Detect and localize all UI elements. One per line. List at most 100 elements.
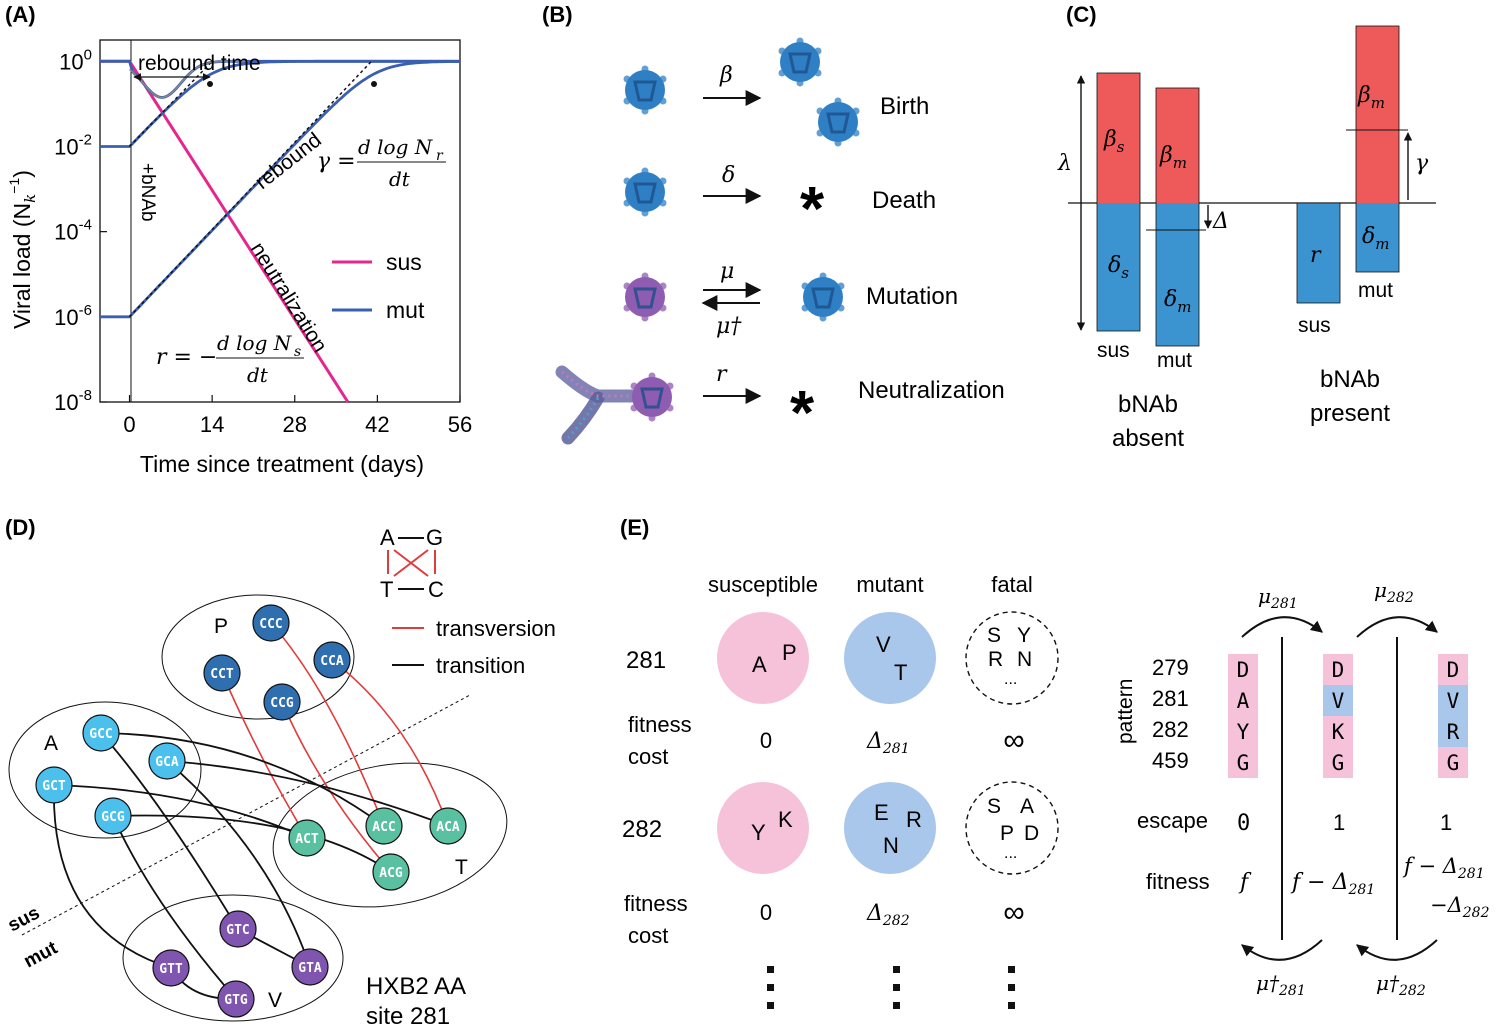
susceptible-circle-281: [717, 612, 809, 704]
svg-text:CCG: CCG: [270, 696, 294, 711]
virus-icon-purple: [622, 271, 668, 323]
svg-text:ACA: ACA: [436, 820, 460, 835]
bar-name-mut: mut: [1358, 279, 1393, 302]
svg-text:GTT: GTT: [159, 962, 183, 977]
svg-text:ACC: ACC: [372, 820, 395, 835]
codon-node-ACG: ACG: [372, 853, 410, 891]
svg-text:GCC: GCC: [89, 727, 112, 742]
codon-node-CCG: CCG: [263, 683, 301, 721]
svg-text:μ281: μ281: [1258, 584, 1298, 612]
mutation-arrow-282: [1356, 616, 1438, 638]
star-icon: *: [790, 379, 815, 448]
svg-text:∞: ∞: [1003, 724, 1024, 757]
pattern-aa: A: [1237, 689, 1250, 713]
mut-region-label: mut: [20, 937, 61, 972]
tangent-line: [128, 60, 373, 318]
codon-node-ACC: ACC: [365, 807, 403, 845]
group-absent-line1: bNAb: [1118, 391, 1178, 418]
virus-icon: [800, 271, 846, 323]
pattern-cell: [1438, 685, 1468, 716]
nucleotide-square: A G T C: [380, 525, 444, 602]
group-ellipse-A: [8, 701, 202, 839]
fatal-circle-281: [965, 611, 1059, 705]
pattern-cell: [1228, 747, 1258, 778]
codon-node-ACT: ACT: [288, 819, 326, 857]
svg-text:N: N: [883, 833, 899, 858]
pattern-aa: G: [1447, 751, 1460, 775]
mutation-arrow-281: [1241, 616, 1323, 638]
y-tick-label: 10-6: [54, 302, 92, 330]
svg-text:R: R: [906, 807, 922, 832]
legend-transversion: transversion: [436, 616, 556, 641]
group-label-P: P: [214, 615, 228, 638]
bar-name-mut: mut: [1157, 349, 1192, 372]
svg-text:1: 1: [1333, 810, 1345, 835]
svg-text:S: S: [987, 795, 1001, 818]
svg-text:μ†282: μ†282: [1376, 971, 1426, 999]
delta-s-label: δs: [1108, 253, 1129, 282]
group-ellipse-P: [161, 594, 355, 720]
svg-text:K: K: [778, 807, 793, 832]
star-icon: *: [800, 175, 825, 244]
panel-a-label: (A): [5, 2, 36, 27]
pattern-cell: [1228, 654, 1258, 685]
svg-text:...: ...: [1004, 671, 1017, 688]
mutation-rate-symbol: μ: [720, 259, 734, 284]
codon-node-CCA: CCA: [313, 641, 351, 679]
bar-death-sus-absent: [1097, 203, 1140, 331]
svg-text:∞: ∞: [1003, 896, 1024, 929]
pattern-cell: [1323, 716, 1353, 747]
svg-text:f − Δ281: f − Δ281: [1290, 870, 1375, 898]
svg-text:μ†281: μ†281: [1256, 971, 1306, 999]
svg-text:fitness: fitness: [624, 891, 688, 916]
panel-e: (E) susceptible mutant fatal 281 A P V T…: [620, 515, 1490, 1009]
x-tick-label: 14: [200, 412, 224, 437]
neutralization-event-label: Neutralization: [858, 377, 1005, 404]
bar-birth-mut-absent: [1156, 88, 1199, 203]
legend-sus: sus: [386, 249, 422, 275]
cost-delta-281: Δ281: [866, 729, 910, 757]
bnab-label: +bNAb: [137, 163, 158, 222]
pattern-cell: [1228, 716, 1258, 747]
svg-text:GCG: GCG: [101, 810, 125, 825]
virus-icon: [777, 36, 823, 88]
rebound-point-2: [371, 81, 377, 87]
pattern-aa: G: [1237, 751, 1250, 775]
group-ellipse-V: [122, 894, 344, 1022]
pattern-aa: V: [1447, 689, 1460, 713]
virus-icon-purple: [629, 371, 675, 423]
svg-text:Y: Y: [1017, 624, 1031, 647]
mutation-label: Mutation: [866, 283, 958, 310]
reversion-arrow-282: [1356, 939, 1438, 961]
svg-text:A: A: [752, 652, 767, 677]
bar-death-sus-present: [1297, 203, 1340, 303]
svg-text:T: T: [380, 577, 393, 602]
svg-text:cost: cost: [628, 923, 668, 948]
svg-text:0: 0: [760, 900, 772, 925]
r-bar-label: r: [1310, 243, 1322, 268]
panel-b: (B) β Birth δ * Death μ μ† Mutation r *: [542, 2, 1005, 448]
col-mutant: mutant: [856, 572, 923, 597]
codon-node-GTT: GTT: [152, 949, 190, 987]
legend-mut: mut: [386, 297, 425, 323]
svg-text:GCT: GCT: [42, 779, 66, 794]
gamma-symbol: γ: [1415, 151, 1429, 176]
svg-text:R: R: [988, 648, 1003, 671]
svg-text:dt: dt: [247, 363, 269, 387]
bar-death-mut-absent: [1156, 203, 1199, 346]
svg-text:A: A: [1020, 795, 1034, 818]
svg-text:CCA: CCA: [320, 654, 344, 669]
rebound-point: [207, 81, 213, 87]
x-tick-label: 0: [123, 412, 135, 437]
svg-text:−Δ282: −Δ282: [1430, 893, 1490, 921]
svg-text:...: ...: [1004, 845, 1017, 862]
virus-icon: [622, 64, 668, 116]
svg-text:CCT: CCT: [210, 667, 234, 682]
birth-label: Birth: [880, 93, 929, 120]
reverse-mutation-symbol: μ†: [716, 314, 742, 339]
group-present-line1: bNAb: [1320, 366, 1380, 393]
svg-text:ACG: ACG: [379, 866, 403, 881]
delta-cap-symbol: Δ: [1212, 209, 1229, 234]
